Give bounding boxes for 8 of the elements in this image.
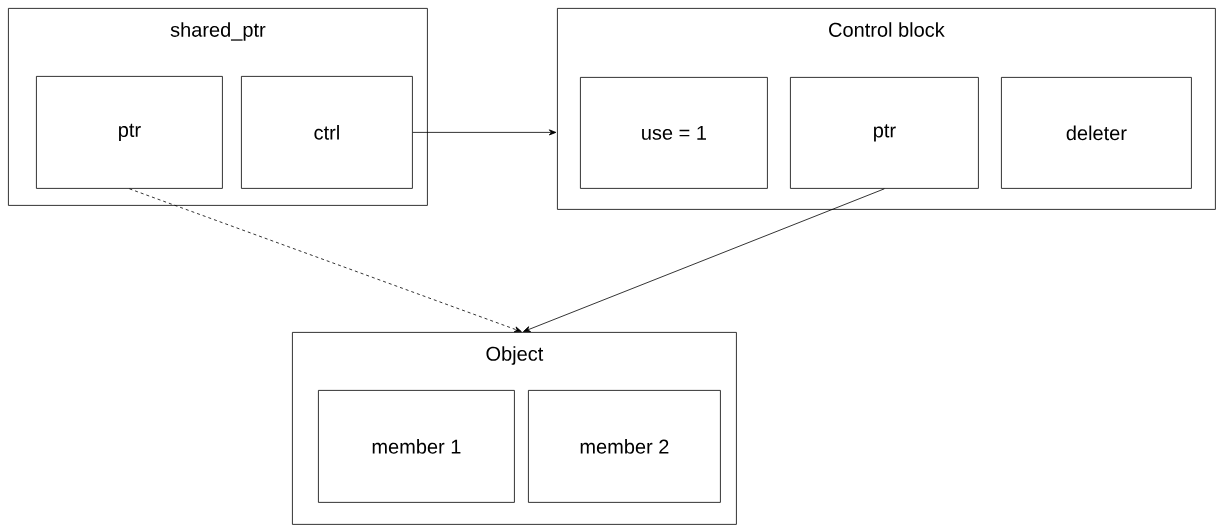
- field-box: use = 1: [580, 77, 768, 189]
- field-box: member 2: [528, 390, 721, 503]
- field-box: member 1: [318, 390, 515, 503]
- field-box: ctrl: [241, 76, 413, 189]
- field-box: ptr: [36, 76, 223, 189]
- arrow: [412, 129, 557, 136]
- field-box: deleter: [1001, 77, 1192, 189]
- field-box: ptr: [790, 77, 979, 189]
